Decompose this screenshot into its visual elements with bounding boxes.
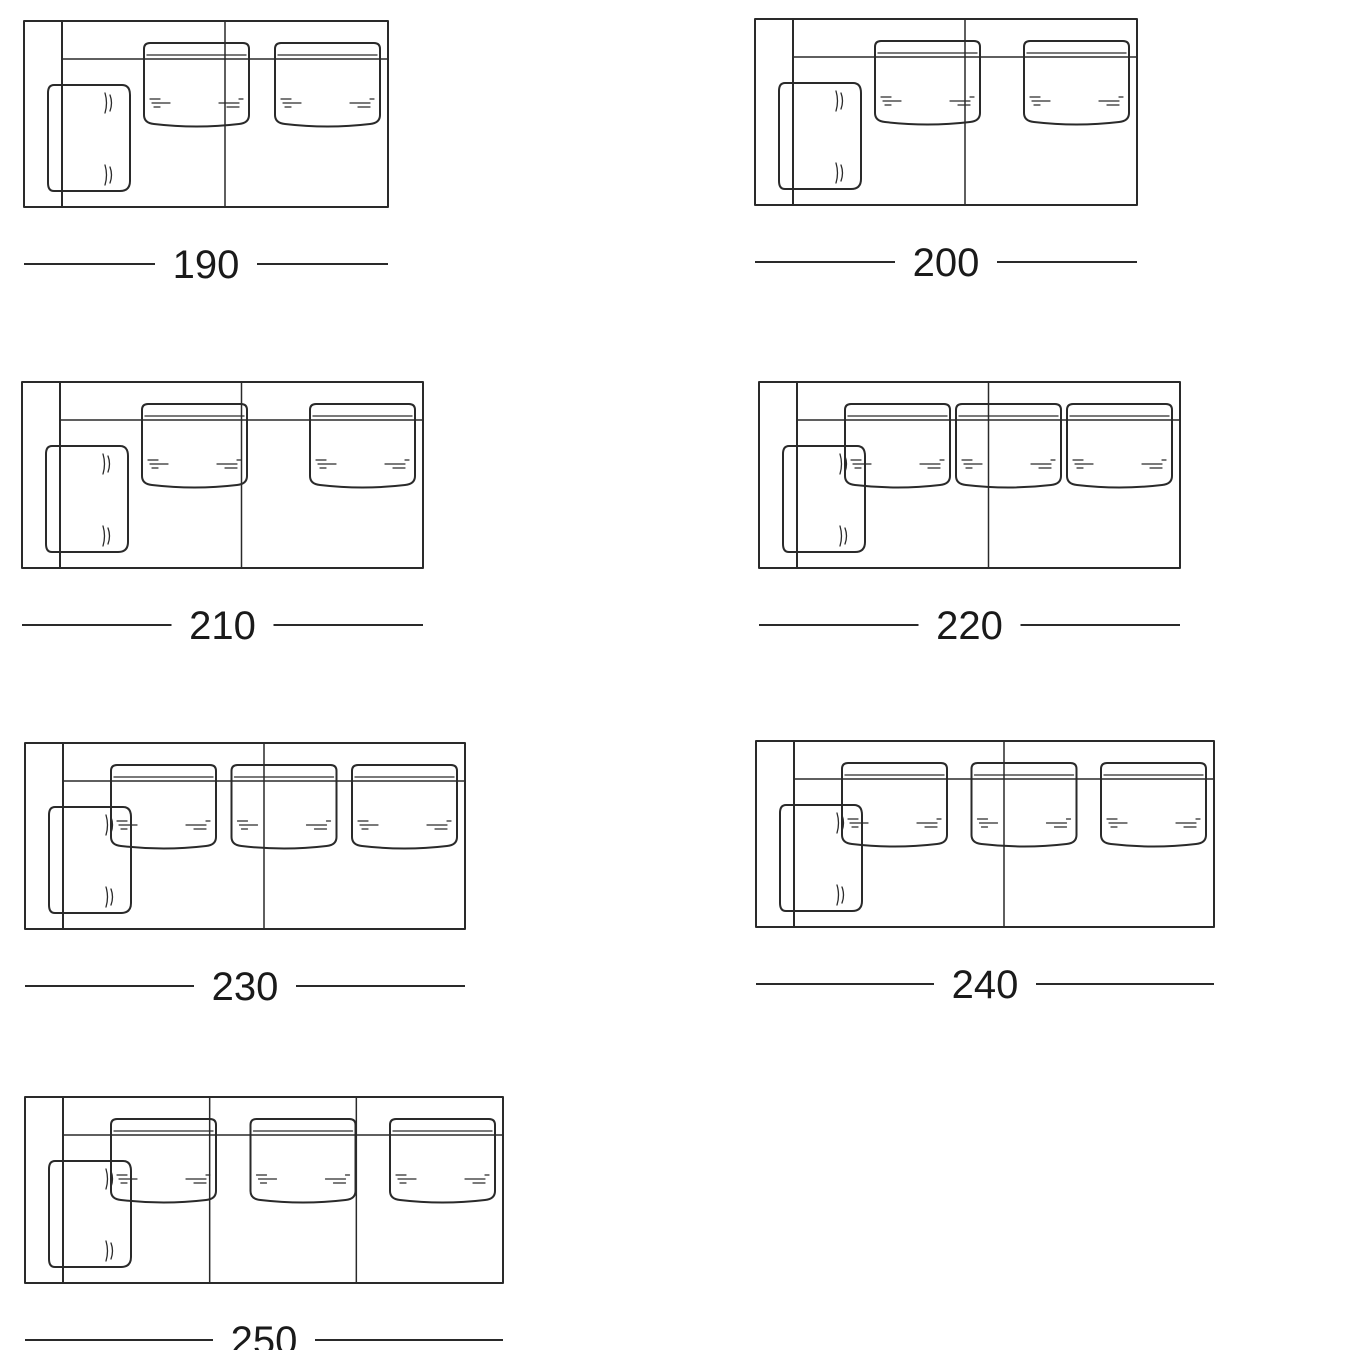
sofa-variant-200	[754, 18, 1138, 206]
sofa-variant-230	[24, 742, 466, 930]
sofa-outline	[758, 381, 1181, 569]
dimension-190: 190	[24, 243, 388, 287]
seat-cushion	[249, 1118, 357, 1204]
seat-cushion	[1023, 40, 1130, 126]
seat-cushion	[955, 403, 1062, 489]
sofa-variant-210	[21, 381, 424, 569]
seat-cushion	[841, 762, 948, 848]
sofa-outline	[24, 742, 466, 930]
side-cushion	[778, 82, 862, 190]
side-cushion	[48, 806, 132, 914]
dimension-label: 230	[212, 965, 279, 1009]
dimension-200: 200	[755, 241, 1137, 285]
seat-cushion	[143, 42, 250, 128]
side-cushion	[48, 1160, 132, 1268]
seat-cushion	[1100, 762, 1207, 848]
sofa-variant-220	[758, 381, 1181, 569]
side-cushion	[779, 804, 863, 912]
seat-cushion	[110, 764, 217, 850]
sofa-outline	[21, 381, 424, 569]
sofa-variant-240	[755, 740, 1215, 928]
seat-cushion	[351, 764, 458, 850]
side-cushion	[45, 445, 129, 553]
dimension-240: 240	[756, 963, 1214, 1007]
dimension-210: 210	[22, 604, 423, 648]
seat-cushion	[970, 762, 1078, 848]
seat-cushion	[309, 403, 416, 489]
seat-cushion	[389, 1118, 496, 1204]
sofa-outline	[755, 740, 1215, 928]
seat-cushion	[1066, 403, 1173, 489]
side-cushion	[47, 84, 131, 192]
sofa-variant-250	[24, 1096, 504, 1284]
side-cushion	[782, 445, 866, 553]
dimension-label: 190	[173, 243, 240, 287]
seat-cushion	[141, 403, 248, 489]
dimension-label: 220	[936, 604, 1003, 648]
dimension-label: 250	[231, 1319, 298, 1350]
seat-cushion	[874, 40, 981, 126]
sofa-variant-190	[23, 20, 389, 208]
seat-cushion	[274, 42, 381, 128]
dimension-230: 230	[25, 965, 465, 1009]
sofa-outline	[23, 20, 389, 208]
dimension-250: 250	[25, 1319, 503, 1350]
dimension-label: 240	[952, 963, 1019, 1007]
seat-cushion	[110, 1118, 217, 1204]
sofa-outline	[754, 18, 1138, 206]
dimension-label: 200	[913, 241, 980, 285]
seat-cushion	[844, 403, 951, 489]
dimension-label: 210	[189, 604, 256, 648]
seat-cushion	[230, 764, 338, 850]
sofa-outline	[24, 1096, 504, 1284]
dimension-220: 220	[759, 604, 1180, 648]
